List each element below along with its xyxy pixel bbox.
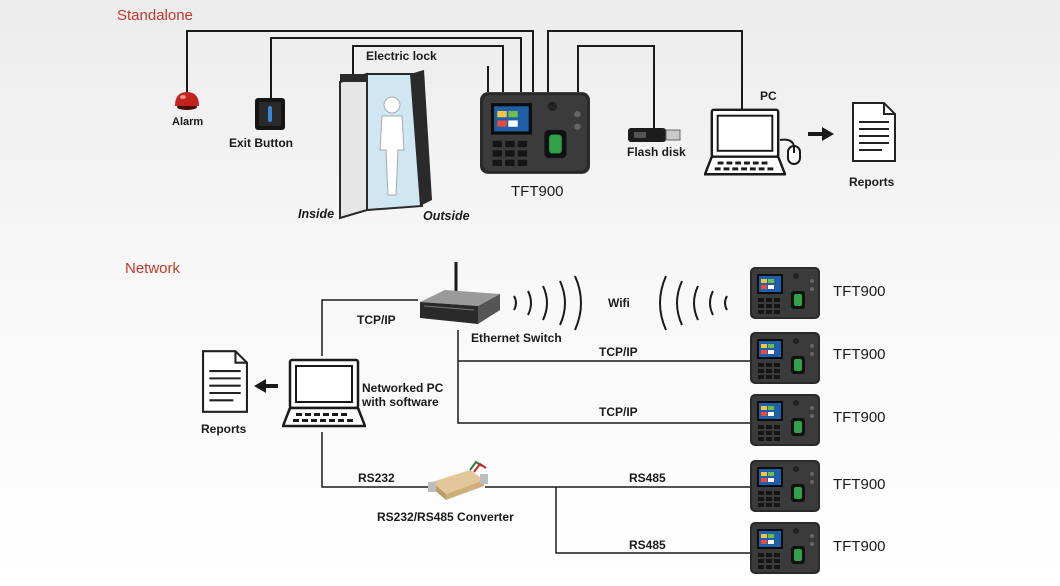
door-icon bbox=[339, 70, 432, 220]
device-label: TFT900 bbox=[833, 538, 886, 555]
converter-label: RS232/RS485 Converter bbox=[377, 510, 514, 524]
pc-icon bbox=[704, 108, 786, 176]
pc-label: PC bbox=[760, 89, 777, 103]
tft900-main-label: TFT900 bbox=[511, 183, 564, 200]
device-label: TFT900 bbox=[833, 409, 886, 426]
flash-disk-icon bbox=[628, 128, 681, 142]
rs232-rs485-converter-icon bbox=[428, 460, 488, 500]
network-wiring bbox=[321, 299, 750, 554]
tft900-wifi-device bbox=[750, 267, 820, 319]
device-label: TFT900 bbox=[833, 476, 886, 493]
link-protocol-label: TCP/IP bbox=[599, 345, 638, 359]
networked-pc-label: Networked PC bbox=[362, 381, 444, 395]
with-software-label: with software bbox=[362, 395, 439, 409]
standalone-wiring bbox=[186, 30, 743, 130]
link-protocol-label: RS485 bbox=[629, 538, 666, 552]
network-section-title: Network bbox=[125, 260, 181, 277]
exit-button-label: Exit Button bbox=[229, 136, 293, 150]
tft900-tcpip-device-1 bbox=[750, 332, 820, 384]
report-document-icon bbox=[852, 102, 896, 162]
alarm-label: Alarm bbox=[172, 116, 204, 128]
exit-button-icon bbox=[255, 98, 285, 130]
link-protocol-label: TCP/IP bbox=[599, 405, 638, 419]
networked-pc-icon bbox=[282, 358, 366, 428]
reports-label: Reports bbox=[849, 175, 895, 189]
flash-disk-label: Flash disk bbox=[627, 145, 686, 159]
rs232-label: RS232 bbox=[358, 471, 395, 485]
tcpip-main-label: TCP/IP bbox=[357, 313, 396, 327]
device-label: TFT900 bbox=[833, 346, 886, 363]
tft900-rs485-device-2 bbox=[750, 522, 820, 574]
wifi-label: Wifi bbox=[608, 296, 630, 310]
mouse-icon bbox=[779, 138, 801, 165]
tft900-main-device bbox=[480, 92, 590, 174]
device-label: TFT900 bbox=[833, 283, 886, 300]
arrow-left-icon bbox=[254, 379, 278, 393]
ethernet-switch-icon bbox=[420, 262, 500, 324]
link-protocol-label: RS485 bbox=[629, 471, 666, 485]
arrow-right-icon bbox=[808, 127, 834, 141]
outside-label: Outside bbox=[423, 209, 470, 223]
network-reports-label: Reports bbox=[201, 422, 247, 436]
inside-label: Inside bbox=[298, 207, 335, 221]
tft900-rs485-device-1 bbox=[750, 460, 820, 512]
tft900-tcpip-device-2 bbox=[750, 394, 820, 446]
network-report-document-icon bbox=[202, 350, 248, 413]
wifi-waves-icon bbox=[513, 275, 728, 331]
standalone-section-title: Standalone bbox=[117, 7, 193, 24]
electric-lock-label: Electric lock bbox=[366, 49, 437, 63]
alarm-icon bbox=[175, 92, 199, 110]
ethernet-switch-label: Ethernet Switch bbox=[471, 331, 562, 345]
